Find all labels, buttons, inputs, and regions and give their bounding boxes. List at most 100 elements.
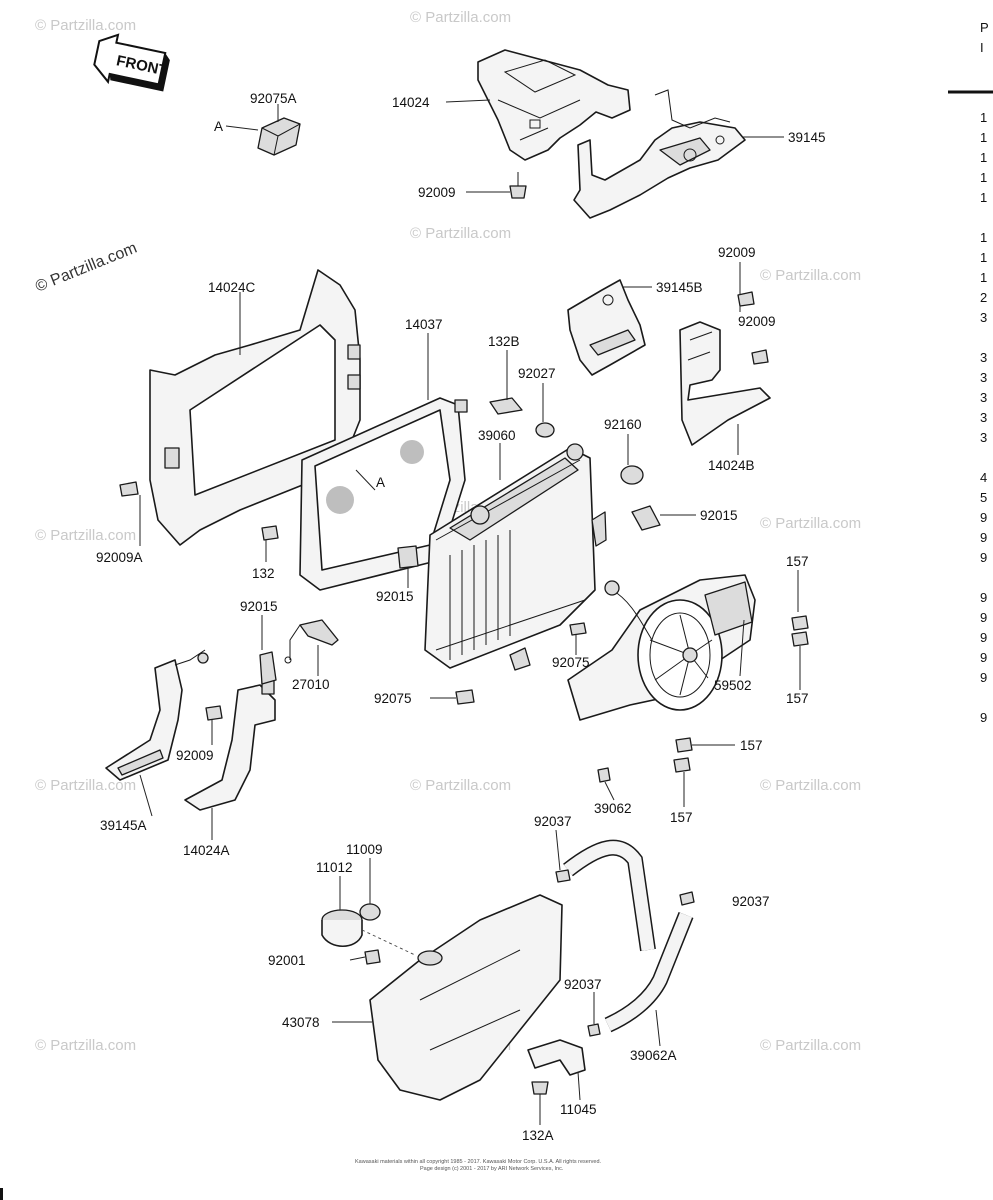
callout-11045: 11045: [560, 1102, 597, 1117]
side-index-item: 1: [980, 250, 987, 265]
callout-11009: 11009: [346, 842, 383, 857]
side-index-item: 3: [980, 370, 987, 385]
callout-14037: 14037: [405, 317, 443, 332]
side-index-item: 3: [980, 390, 987, 405]
side-index-item: 2: [980, 290, 987, 305]
part-39145A: [105, 649, 209, 781]
side-index: P I 1 1 1 1 1 1 1 1 2 3 3 3 3 3 3 4 5 9 …: [948, 20, 993, 725]
watermarks: © Partzilla.com © Partzilla.com © Partzi…: [35, 9, 861, 1054]
side-index-item: 1: [980, 230, 987, 245]
callout-59502: 59502: [714, 678, 752, 693]
callout-39145A: 39145A: [100, 818, 147, 833]
side-index-item: 3: [980, 350, 987, 365]
part-39145B: [567, 279, 646, 376]
part-14024B: [679, 321, 771, 446]
side-index-item: 1: [980, 170, 987, 185]
watermark-main: © Partzilla.com: [33, 240, 139, 296]
front-arrow: FRONT: [93, 33, 170, 92]
watermark: © Partzilla.com: [35, 1037, 136, 1054]
callout-92009: 92009: [418, 185, 456, 200]
part-39145: [573, 89, 746, 219]
part-14037: [299, 397, 468, 591]
part-92009-top: [509, 172, 527, 199]
callout-ref-A: A: [214, 119, 223, 134]
side-index-item: 1: [980, 110, 987, 125]
part-92001: [364, 949, 381, 965]
callout-92037: 92037: [564, 977, 602, 992]
part-92075A: [257, 117, 301, 156]
callout-43078: 43078: [282, 1015, 320, 1030]
callouts: 92075A A 14024 39145 92009 14024C 14037 …: [96, 91, 826, 1143]
callout-132B: 132B: [488, 334, 520, 349]
side-index-item: 1: [980, 150, 987, 165]
callout-132: 132: [252, 566, 275, 581]
callout-157: 157: [786, 554, 809, 569]
callout-39145: 39145: [788, 130, 826, 145]
side-index-item: 1: [980, 190, 987, 205]
callout-92075: 92075: [552, 655, 590, 670]
part-39062A: [604, 891, 695, 1033]
callout-157: 157: [740, 738, 763, 753]
callout-27010: 27010: [292, 677, 330, 692]
part-43078: [361, 894, 563, 1101]
part-11009-seal: [359, 903, 381, 921]
callout-11012: 11012: [316, 860, 353, 875]
callout-92009: 92009: [738, 314, 776, 329]
side-index-item: 9: [980, 670, 987, 685]
callout-92001: 92001: [268, 953, 306, 968]
callout-92009A: 92009A: [96, 550, 143, 565]
watermark: © Partzilla.com: [35, 777, 136, 794]
side-index-item: 4: [980, 470, 987, 485]
callout-157: 157: [670, 810, 693, 825]
side-index-item: 9: [980, 610, 987, 625]
part-14024: [477, 49, 631, 161]
watermark: © Partzilla.com: [410, 777, 511, 794]
callout-92037: 92037: [534, 814, 572, 829]
watermark: © Partzilla.com: [410, 9, 511, 26]
callout-92037: 92037: [732, 894, 770, 909]
callout-39062: 39062: [594, 801, 632, 816]
copyright-line: Page design (c) 2001 - 2017 by ARI Netwo…: [420, 1166, 564, 1172]
part-132A: [531, 1081, 549, 1095]
watermark: © Partzilla.com: [760, 267, 861, 284]
copyright-line: Kawasaki materials within all copyright …: [355, 1159, 602, 1165]
side-index-item: 1: [980, 270, 987, 285]
side-index-item: 3: [980, 410, 987, 425]
callout-14024C: 14024C: [208, 280, 256, 295]
part-11045: [527, 1039, 586, 1076]
watermark: © Partzilla.com: [35, 527, 136, 544]
callout-92015: 92015: [376, 589, 414, 604]
watermark: © Partzilla.com: [760, 777, 861, 794]
part-27010: [284, 619, 339, 664]
watermark: © Partzilla.com: [760, 1037, 861, 1054]
callout-39145B: 39145B: [656, 280, 703, 295]
callout-14024A: 14024A: [183, 843, 230, 858]
side-index-item: 9: [980, 530, 987, 545]
callout-92015: 92015: [700, 508, 738, 523]
side-index-item: 9: [980, 630, 987, 645]
callout-92009: 92009: [176, 748, 214, 763]
edge-mark: [0, 1188, 3, 1200]
side-index-item: 5: [980, 490, 987, 505]
side-index-item: 1: [980, 130, 987, 145]
part-11012-cap: [321, 909, 363, 948]
side-index-item: 9: [980, 650, 987, 665]
side-index-item: 9: [980, 510, 987, 525]
callout-92027: 92027: [518, 366, 556, 381]
callout-92009: 92009: [718, 245, 756, 260]
watermark: © Partzilla.com: [760, 515, 861, 532]
callout-92075: 92075: [374, 691, 412, 706]
part-39060: [424, 443, 607, 671]
hardware: [119, 291, 809, 1037]
callout-39062A: 39062A: [630, 1048, 677, 1063]
callout-14024: 14024: [392, 95, 430, 110]
side-index-item: I: [980, 40, 984, 55]
side-index-item: 3: [980, 430, 987, 445]
callout-92015: 92015: [240, 599, 278, 614]
side-index-item: 9: [980, 590, 987, 605]
side-index-item: 9: [980, 550, 987, 565]
side-index-item: 3: [980, 310, 987, 325]
side-index-item: P: [980, 20, 989, 35]
side-index-item: 9: [980, 710, 987, 725]
